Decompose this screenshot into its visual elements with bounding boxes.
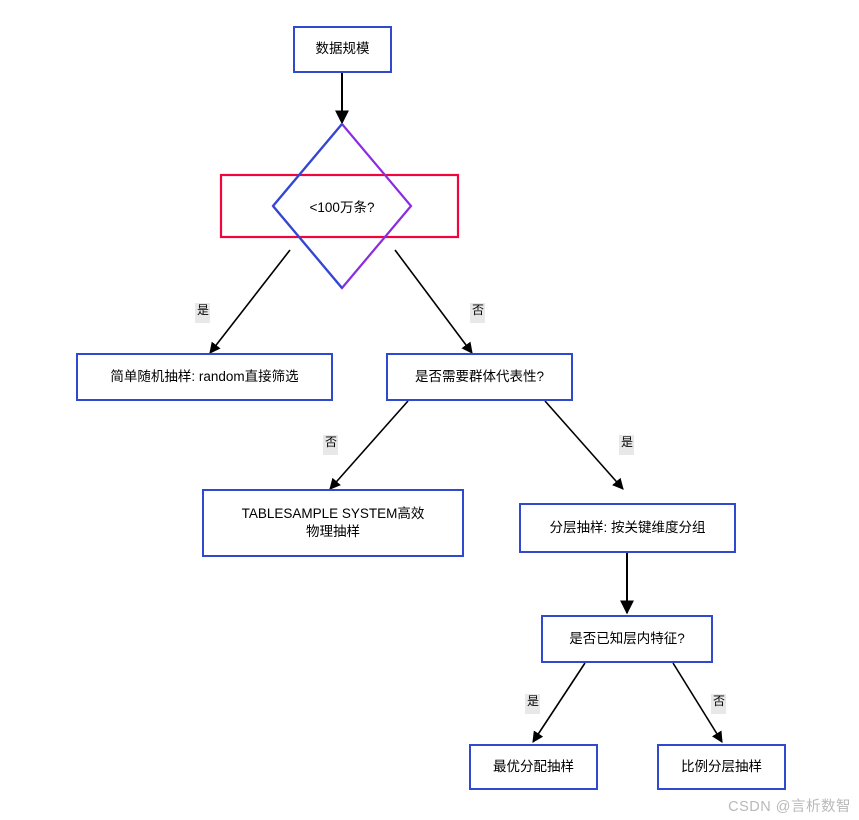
edge-label-text: 否: [713, 694, 726, 708]
node-need-representativeness[interactable]: 是否需要群体代表性?: [386, 353, 573, 401]
node-label: 是否需要群体代表性?: [414, 368, 544, 384]
node-label: 最优分配抽样: [493, 758, 574, 774]
edge-label-text: 否: [472, 303, 485, 317]
edge-label-text: 是: [621, 435, 634, 449]
node-stratified-sampling[interactable]: 分层抽样: 按关键维度分组: [519, 503, 736, 553]
edge-label-text: 是: [527, 694, 540, 708]
decision-diamond-highlight-2: [272, 205, 343, 289]
edge-label-no-2: 否: [323, 435, 338, 455]
edge-n7-n9: [672, 662, 723, 743]
node-label: 比例分层抽样: [681, 758, 762, 774]
edge-n4-n5: [329, 400, 409, 490]
edge-n2-n3: [209, 249, 291, 354]
node-tablesample-system[interactable]: TABLESAMPLE SYSTEM高效 物理抽样: [202, 489, 464, 557]
node-label: 简单随机抽样: random直接筛选: [110, 368, 299, 384]
node-data-scale[interactable]: 数据规模: [293, 26, 392, 73]
node-known-strata-features[interactable]: 是否已知层内特征?: [541, 615, 713, 663]
decision-rect-outline: [219, 173, 460, 239]
node-label: 数据规模: [315, 41, 370, 57]
edge-label-yes-1: 是: [195, 303, 210, 323]
edge-label-text: 是: [197, 303, 210, 317]
edge-n4-n6: [544, 400, 624, 490]
edge-label-yes-2: 是: [619, 435, 634, 455]
node-decision-under-1m[interactable]: <100万条?: [273, 175, 411, 237]
node-optimal-allocation-sampling[interactable]: 最优分配抽样: [469, 744, 598, 790]
edge-label-no-1: 否: [470, 303, 485, 323]
watermark: CSDN @言析数智: [728, 799, 851, 815]
node-simple-random-sampling[interactable]: 简单随机抽样: random直接筛选: [76, 353, 333, 401]
edge-n7-n8: [532, 662, 586, 743]
edge-label-yes-3: 是: [525, 694, 540, 714]
node-label: <100万条?: [309, 200, 375, 215]
edge-label-no-3: 否: [711, 694, 726, 714]
edge-n2-n4: [394, 249, 473, 354]
node-label: 分层抽样: 按关键维度分组: [549, 519, 706, 535]
node-label: 是否已知层内特征?: [569, 630, 685, 646]
node-label: TABLESAMPLE SYSTEM高效 物理抽样: [241, 505, 425, 539]
decision-diamond-highlight: [272, 123, 343, 207]
node-proportional-stratified-sampling[interactable]: 比例分层抽样: [657, 744, 786, 790]
edge-label-text: 否: [325, 435, 338, 449]
